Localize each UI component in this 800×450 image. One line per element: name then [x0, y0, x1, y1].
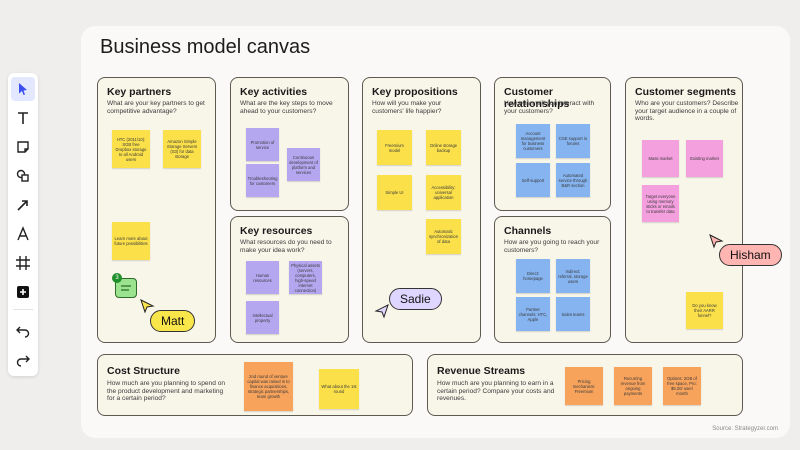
panel-title: Key partners: [107, 86, 172, 98]
panel-key-partners[interactable]: Key partners What are your key partners …: [97, 77, 216, 343]
sticky-note[interactable]: HTC (2011/10): SGB free Dropbox storage …: [112, 130, 150, 168]
frame-tool-button[interactable]: [11, 251, 35, 275]
redo-icon: [16, 355, 30, 367]
sticky-note[interactable]: Online storage backup: [426, 130, 461, 165]
comment-count-badge: 3: [112, 273, 122, 283]
sticky-note[interactable]: Physical assets (servers, computers, hig…: [289, 261, 322, 294]
sticky-note[interactable]: Promotion of service: [246, 128, 279, 161]
toolbar-divider: [13, 309, 33, 310]
sticky-note[interactable]: Partner channels: HTC, Apple: [516, 297, 550, 331]
panel-question: How much are you planning to earn in a c…: [437, 380, 555, 403]
sticky-note[interactable]: Self-support: [516, 163, 550, 197]
sticky-note[interactable]: Human resources: [246, 261, 279, 294]
collaborator-cursor-hisham: Hisham: [719, 244, 782, 266]
sticky-note[interactable]: Do you know their AARR funnel?: [686, 292, 723, 329]
panel-customer-relationships[interactable]: Customer relationships How often will yo…: [494, 77, 611, 211]
undo-icon: [16, 326, 30, 338]
sticky-note[interactable]: Simple UI: [377, 175, 412, 210]
panel-key-resources[interactable]: Key resources What resources do you need…: [230, 216, 349, 343]
canvas-board[interactable]: Business model canvas Key partners What …: [81, 26, 790, 438]
sticky-note[interactable]: Direct: homepage: [516, 259, 550, 293]
sticky-note[interactable]: Continuous development of platform and s…: [287, 148, 320, 181]
sticky-note-tool-button[interactable]: [11, 135, 35, 159]
sticky-note[interactable]: Pricing mechanism: Freemium: [565, 367, 603, 405]
panel-title: Key resources: [240, 225, 313, 237]
sticky-note[interactable]: Automated service through B&R section: [556, 163, 590, 197]
panel-title: Cost Structure: [107, 365, 180, 377]
panel-question: What are your key partners to get compet…: [107, 100, 205, 115]
sticky-note[interactable]: Account management for business customer…: [516, 124, 550, 158]
sticky-note[interactable]: Recurring revenue from ongoing payments: [614, 367, 652, 405]
shapes-icon: [16, 169, 29, 182]
pen-tool-button[interactable]: [11, 222, 35, 246]
source-credit: Source: Strategyzer.com: [712, 426, 778, 432]
select-icon: [19, 83, 27, 95]
sticky-note[interactable]: Intellectual property: [246, 301, 279, 334]
panel-question: How much are you planning to spend on th…: [107, 380, 226, 403]
panel-customer-segments[interactable]: Customer segments Who are your customers…: [625, 77, 743, 343]
sticky-note[interactable]: Troubleshooting for customers: [246, 164, 279, 197]
panel-question: What resources do you need to make your …: [240, 239, 332, 254]
sticky-note[interactable]: Mass market: [642, 140, 679, 177]
select-tool-button[interactable]: [11, 77, 35, 101]
panel-title: Channels: [504, 225, 552, 237]
undo-button[interactable]: [11, 319, 35, 343]
collaborator-cursor-matt: Matt: [150, 310, 196, 332]
cursor-arrow-icon: [709, 234, 724, 249]
plus-icon: [17, 286, 29, 298]
shapes-tool-button[interactable]: [11, 164, 35, 188]
panel-question: How are you going to reach your customer…: [504, 239, 600, 254]
arrow-icon: [17, 200, 28, 211]
board-title: Business model canvas: [100, 36, 311, 58]
sticky-note[interactable]: Existing market: [686, 140, 723, 177]
sticky-note[interactable]: Accessibility: universal application: [426, 175, 461, 210]
sticky-note[interactable]: Target everyone using memory sticks or e…: [642, 185, 679, 222]
panel-title: Key propositions: [372, 86, 458, 98]
sticky-note[interactable]: Indirect: referral, storage users: [556, 259, 590, 293]
panel-cost-structure[interactable]: Cost Structure How much are you planning…: [97, 354, 413, 416]
sticky-note[interactable]: Learn more about future possibilities: [112, 222, 150, 260]
sticky-note-icon: [17, 141, 29, 153]
panel-key-propositions[interactable]: Key propositions How will you make your …: [362, 77, 481, 343]
text-tool-button[interactable]: [11, 106, 35, 130]
sticky-note[interactable]: Options: 2GB of free space, Pro: $9.20/ …: [663, 367, 701, 405]
add-button[interactable]: [11, 280, 35, 304]
cursor-arrow-icon: [374, 304, 389, 319]
redo-button[interactable]: [11, 348, 35, 372]
sticky-note[interactable]: Automatic synchronization of data: [426, 219, 461, 254]
sticky-note[interactable]: What about the 1st round: [319, 369, 359, 409]
panel-title: Revenue Streams: [437, 365, 526, 377]
panel-question: How often will you interact with your cu…: [504, 100, 595, 115]
sticky-note[interactable]: 2nd round of venture capital was raised …: [244, 362, 293, 411]
panel-question: What are the key steps to move ahead to …: [240, 100, 333, 115]
cursor-arrow-icon: [140, 299, 155, 314]
comment-lines-icon: [121, 285, 131, 291]
sticky-note[interactable]: Sales teams: [556, 297, 590, 331]
arrow-tool-button[interactable]: [11, 193, 35, 217]
panel-title: Customer relationships: [504, 86, 570, 110]
collaborator-cursor-sadie: Sadie: [389, 288, 442, 310]
text-icon: [18, 112, 28, 124]
frame-icon: [16, 256, 30, 270]
sticky-note[interactable]: Amazon Simple Storage Servers (S3) for d…: [163, 130, 201, 168]
panel-key-activities[interactable]: Key activities What are the key steps to…: [230, 77, 349, 211]
panel-channels[interactable]: Channels How are you going to reach your…: [494, 216, 611, 343]
panel-title: Customer segments: [635, 86, 736, 98]
panel-question: Who are your customers? Describe your ta…: [635, 100, 739, 123]
left-toolbar: [8, 73, 38, 376]
panel-title: Key activities: [240, 86, 308, 98]
pen-icon: [17, 226, 29, 241]
sticky-note[interactable]: CSE support in forums: [556, 124, 590, 158]
panel-question: How will you make your customers' life h…: [372, 100, 442, 115]
panel-revenue-streams[interactable]: Revenue Streams How much are you plannin…: [427, 354, 743, 416]
comment-icon[interactable]: [115, 278, 137, 298]
sticky-note[interactable]: Freemium model: [377, 130, 412, 165]
